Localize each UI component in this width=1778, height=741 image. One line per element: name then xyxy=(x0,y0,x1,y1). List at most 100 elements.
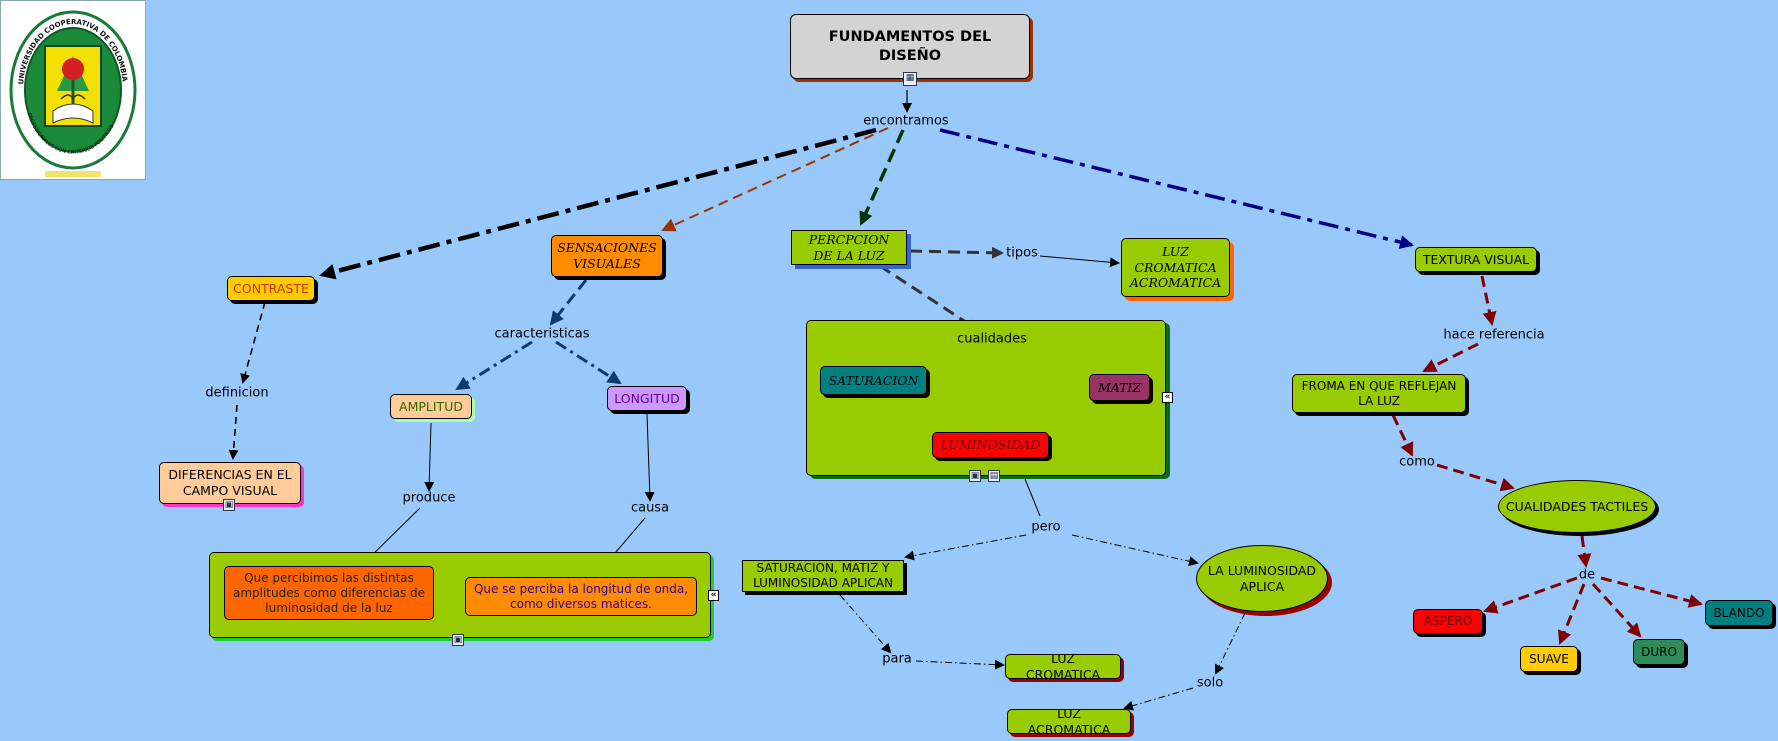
amplitudes-desc-text: Que percibimos las distintas amplitudes … xyxy=(232,570,426,615)
longitud-text: LONGITUD xyxy=(614,390,680,406)
node-aspero[interactable]: ASPERO xyxy=(1413,609,1483,634)
link-longitud-causa xyxy=(644,413,655,502)
image-icon[interactable]: ▣ xyxy=(452,634,464,646)
luminosidad-text: LUMINOSIDAD xyxy=(940,437,1041,453)
node-longitud-desc[interactable]: Que se perciba la longitud de onda, como… xyxy=(465,577,697,616)
link-hace-forma xyxy=(1422,342,1479,373)
node-amplitud[interactable]: AMPLITUD xyxy=(390,394,472,419)
link-encontramos-sensaciones xyxy=(661,127,889,232)
link-percepcion-cualidades xyxy=(879,264,980,332)
textura-text: TEXTURA VISUAL xyxy=(1422,251,1530,267)
label-como: como xyxy=(1399,454,1435,470)
label-cualidades: cualidades xyxy=(957,331,1027,347)
link-encontramos-contraste xyxy=(319,127,877,280)
label-caracteristicas: caracteristicas xyxy=(494,326,590,342)
luz-acromatica-text: LUZ ACROMATICA xyxy=(1027,705,1111,737)
node-diferencias[interactable]: DIFERENCIAS EN EL CAMPO VISUAL xyxy=(159,462,301,504)
link-como-cualidades xyxy=(1436,463,1515,492)
cualidades-tactiles-text: CUALIDADES TACTILES xyxy=(1505,498,1649,514)
label-produce: produce xyxy=(402,490,456,506)
label-tipos: tipos xyxy=(1006,245,1038,261)
link-definicion-diferencias xyxy=(228,404,239,460)
blando-text: BLANDO xyxy=(1713,605,1765,620)
node-title[interactable]: FUNDAMENTOS DEL DISEÑO xyxy=(790,14,1030,79)
node-textura[interactable]: TEXTURA VISUAL xyxy=(1415,247,1537,272)
saturacion-text: SATURACION xyxy=(828,372,919,388)
longitud-desc-text: Que se perciba la longitud de onda, como… xyxy=(473,581,689,611)
link-pero-laluminosidad xyxy=(1071,534,1199,567)
link-percepcion-tipos xyxy=(909,246,1004,259)
link-tipos-luzcrom xyxy=(1039,255,1120,268)
collapse-icon[interactable]: « xyxy=(708,590,719,601)
label-para: para xyxy=(882,651,912,667)
node-cualidades-tactiles[interactable]: CUALIDADES TACTILES xyxy=(1498,480,1656,533)
link-laluminosidad-solo xyxy=(1214,612,1246,675)
image-icon[interactable]: ▣ xyxy=(223,499,235,511)
label-solo: solo xyxy=(1196,675,1224,691)
label-de: de xyxy=(1578,567,1596,583)
link-amplitud-produce xyxy=(424,422,435,492)
node-contraste[interactable]: CONTRASTE xyxy=(227,276,315,301)
link-encontramos-textura xyxy=(939,128,1414,249)
luz-cromatica-text: LUZ CROMATICA xyxy=(1025,650,1101,682)
node-duro[interactable]: DURO xyxy=(1633,639,1685,665)
link-cualidades-de xyxy=(1577,535,1592,568)
label-pero: pero xyxy=(1031,519,1061,535)
node-forma[interactable]: FROMA EN QUE REFLEJAN LA LUZ xyxy=(1292,374,1466,413)
node-percepcion[interactable]: PERCPCION DE LA LUZ xyxy=(791,230,907,265)
link-caracteristicas-amplitud xyxy=(455,340,533,391)
node-matiz[interactable]: MATIZ xyxy=(1089,374,1150,401)
forma-text: FROMA EN QUE REFLEJAN LA LUZ xyxy=(1301,378,1457,408)
title-text: FUNDAMENTOS DEL DISEÑO xyxy=(828,29,992,64)
percepcion-text: PERCPCION DE LA LUZ xyxy=(808,231,890,263)
sat-matiz-lum-text: SATURACION, MATIZ Y LUMINOSIDAD APLICAN xyxy=(753,561,893,590)
label-encontramos: encontramos xyxy=(863,113,949,129)
label-definicion: definicion xyxy=(205,385,269,401)
label-hace-referencia: hace referencia xyxy=(1443,327,1545,343)
node-luz-cromatica[interactable]: LUZ CROMATICA xyxy=(1005,650,1121,682)
link-smla-para xyxy=(839,594,892,654)
link-pero-smla xyxy=(904,534,1027,561)
link-solo-luzacromatica xyxy=(1123,687,1194,711)
la-luminosidad-text: LA LUMINOSIDAD APLICA xyxy=(1207,562,1317,594)
link-caracteristicas-longitud xyxy=(555,340,622,385)
link-forma-como xyxy=(1391,414,1414,457)
node-luminosidad[interactable]: LUMINOSIDAD xyxy=(932,432,1049,458)
document-icon[interactable]: ▤ xyxy=(988,470,1000,482)
aspero-text: ASPERO xyxy=(1423,614,1473,628)
amplitud-text: AMPLITUD xyxy=(399,398,463,414)
node-sensaciones[interactable]: SENSACIONES VISUALES xyxy=(551,235,663,277)
node-longitud[interactable]: LONGITUD xyxy=(607,386,687,411)
node-suave[interactable]: SUAVE xyxy=(1520,646,1578,672)
sensaciones-text: SENSACIONES VISUALES xyxy=(557,240,657,271)
university-logo: UNIVERSIDAD COOPERATIVA DE COLOMBIA PROF… xyxy=(0,0,146,180)
link-de-aspero xyxy=(1483,576,1578,614)
contraste-text: CONTRASTE xyxy=(233,280,309,296)
luz-cromatica-acromatica-text: LUZ CROMATICA ACROMATICA xyxy=(1129,244,1222,291)
collapse-icon[interactable]: « xyxy=(1162,392,1173,403)
link-de-duro xyxy=(1591,582,1642,638)
node-luz-acromatica[interactable]: LUZ ACROMATICA xyxy=(1007,705,1131,737)
duro-text: DURO xyxy=(1641,644,1677,659)
matiz-text: MATIZ xyxy=(1097,379,1142,395)
image-icon[interactable]: ▣ xyxy=(969,470,981,482)
map-icon[interactable]: ▦ xyxy=(903,72,917,86)
node-luz-cromatica-acromatica[interactable]: LUZ CROMATICA ACROMATICA xyxy=(1121,238,1230,297)
link-contraste-definicion xyxy=(240,301,266,384)
link-de-blando xyxy=(1600,576,1703,608)
link-textura-hace xyxy=(1480,275,1497,326)
node-sat-matiz-lum[interactable]: SATURACION, MATIZ Y LUMINOSIDAD APLICAN xyxy=(742,560,904,592)
link-group-pero xyxy=(1024,478,1041,517)
link-para-luzcromatica xyxy=(915,659,1005,670)
link-sensaciones-caracteristicas xyxy=(549,279,588,326)
label-causa: causa xyxy=(630,500,670,516)
node-saturacion[interactable]: SATURACION xyxy=(820,366,927,395)
university-seal: UNIVERSIDAD COOPERATIVA DE COLOMBIA PROF… xyxy=(9,10,137,177)
link-de-suave xyxy=(1558,583,1586,645)
node-blando[interactable]: BLANDO xyxy=(1705,600,1773,626)
suave-text: SUAVE xyxy=(1529,651,1569,666)
node-la-luminosidad[interactable]: LA LUMINOSIDAD APLICA xyxy=(1196,545,1328,612)
link-encontramos-percepcion xyxy=(859,129,905,226)
diferencias-text: DIFERENCIAS EN EL CAMPO VISUAL xyxy=(168,467,292,498)
node-amplitudes-desc[interactable]: Que percibimos las distintas amplitudes … xyxy=(224,566,434,620)
